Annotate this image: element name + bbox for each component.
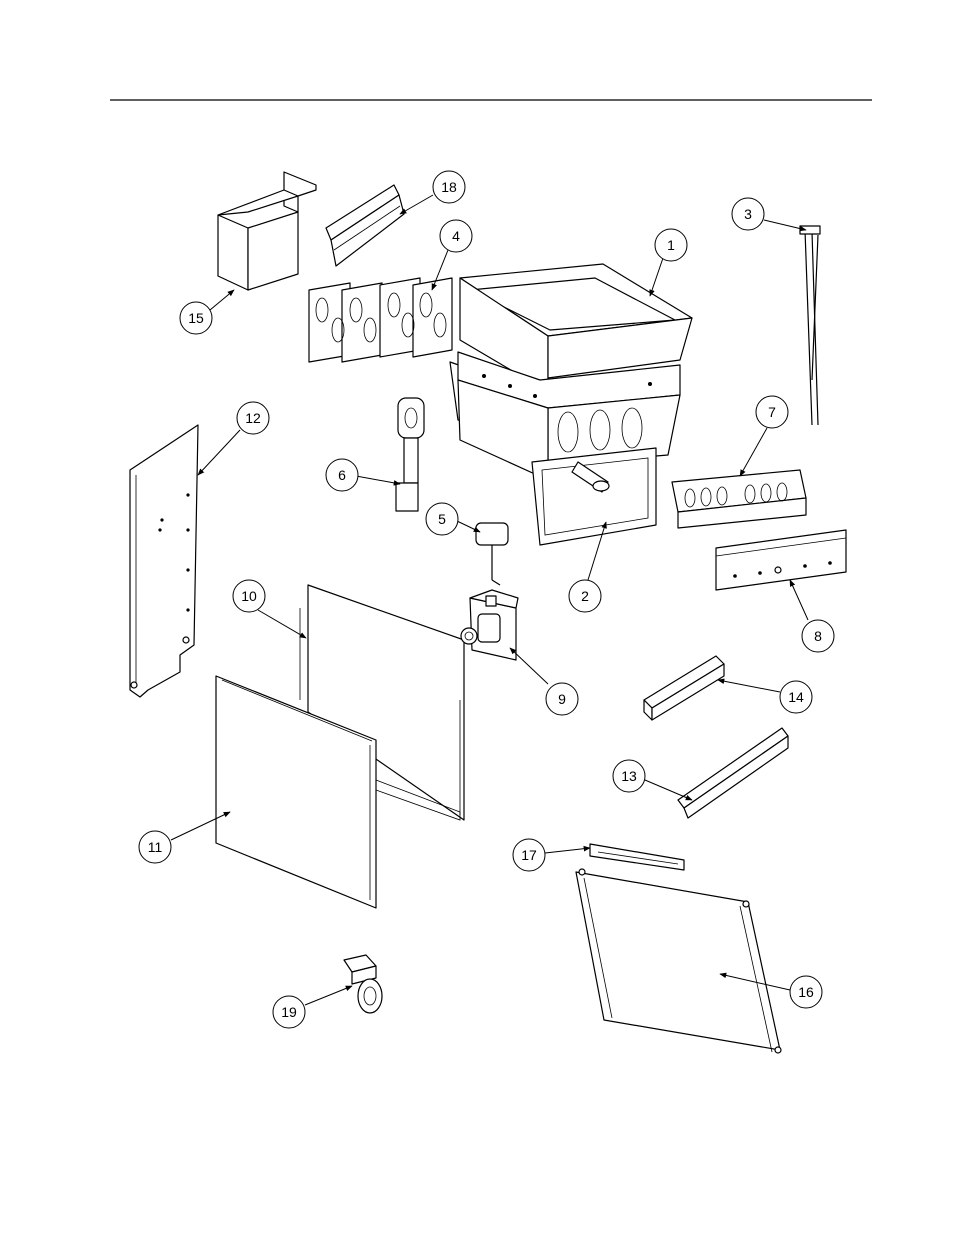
part-12-side-panel: [130, 425, 198, 697]
callout-label-18: 18: [441, 179, 457, 195]
part-18-channel: [326, 185, 404, 266]
callout-2: 2: [569, 580, 601, 612]
callout-19: 19: [273, 996, 305, 1028]
callout-label-15: 15: [188, 310, 204, 326]
callout-label-3: 3: [744, 206, 752, 222]
callout-17: 17: [513, 839, 545, 871]
callout-label-1: 1: [667, 237, 675, 253]
callout-16: 16: [790, 976, 822, 1008]
part-9-gas-valve: [461, 590, 518, 660]
callout-1: 1: [655, 229, 687, 261]
callout-label-8: 8: [814, 628, 822, 644]
callout-label-4: 4: [452, 228, 460, 244]
part-13-angle-rail: [678, 728, 788, 818]
callout-label-9: 9: [558, 691, 566, 707]
part-8-plate: [716, 530, 846, 590]
callout-label-17: 17: [521, 847, 537, 863]
callout-7: 7: [756, 396, 788, 428]
callout-label-12: 12: [245, 410, 261, 426]
callout-label-14: 14: [788, 689, 804, 705]
callout-10: 10: [233, 580, 265, 612]
callout-12: 12: [237, 402, 269, 434]
part-19-caster: [344, 955, 382, 1013]
callout-label-7: 7: [768, 404, 776, 420]
callout-label-5: 5: [438, 511, 446, 527]
callout-label-2: 2: [581, 588, 589, 604]
callout-8: 8: [802, 620, 834, 652]
part-14-bracket: [644, 656, 724, 720]
callout-18: 18: [433, 171, 465, 203]
callout-label-6: 6: [338, 467, 346, 483]
part-6-pilot: [396, 398, 424, 511]
callout-label-16: 16: [798, 984, 814, 1000]
part-4-baffles: [309, 278, 452, 362]
part-15-side-shield: [218, 172, 316, 290]
callout-14: 14: [780, 681, 812, 713]
callout-label-10: 10: [241, 588, 257, 604]
callout-15: 15: [180, 302, 212, 334]
part-2-burner-frame: [532, 448, 656, 545]
callout-9: 9: [546, 683, 578, 715]
callout-label-19: 19: [281, 1004, 297, 1020]
callout-13: 13: [613, 760, 645, 792]
callout-label-13: 13: [621, 768, 637, 784]
callout-4: 4: [440, 220, 472, 252]
part-3-probe: [800, 226, 820, 425]
callout-5: 5: [426, 503, 458, 535]
callout-label-11: 11: [148, 839, 163, 855]
callout-11: 11: [139, 831, 171, 863]
callout-3: 3: [732, 198, 764, 230]
part-5-ignitor: [476, 523, 508, 585]
callout-6: 6: [326, 459, 358, 491]
part-16-bottom-panel: [576, 869, 781, 1053]
part-17-small-bracket: [590, 844, 684, 870]
part-7-manifold: [672, 470, 806, 528]
